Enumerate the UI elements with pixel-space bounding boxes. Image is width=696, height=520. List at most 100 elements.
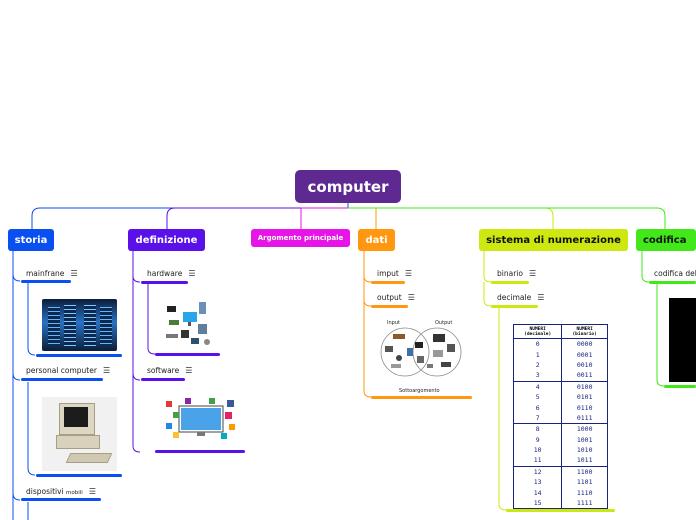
subtopic-imput[interactable]: imput ☰ <box>377 269 412 278</box>
image-underline <box>36 354 122 357</box>
binary-cell: 1001 <box>576 435 593 444</box>
subtopic-hardware[interactable]: hardware ☰ <box>147 269 196 278</box>
subtopic-software[interactable]: software ☰ <box>147 366 192 375</box>
note-icon[interactable]: ☰ <box>404 269 413 278</box>
table-header-decimal: NUMERI (decimale) <box>512 324 563 339</box>
subtopic-underline <box>371 305 408 308</box>
subtopic-hardware-label: hardware <box>147 269 183 278</box>
output-caption: Output <box>435 320 453 326</box>
binary-cell: 0001 <box>576 350 593 359</box>
decimal-cell: 6 <box>513 402 563 413</box>
input-output-venn-diagram <box>380 327 462 377</box>
root-topic[interactable]: computer <box>295 170 401 203</box>
subtopic-underline <box>371 396 472 399</box>
decimal-cell: 15 <box>513 497 563 509</box>
hardware-components-image <box>166 302 210 345</box>
input-caption: Input <box>387 320 400 326</box>
topic-codifica-label: codifica <box>643 234 687 246</box>
note-icon[interactable]: ☰ <box>528 269 537 278</box>
note-icon[interactable]: ☰ <box>70 269 78 278</box>
topic-argomento-label: Argomento principale <box>257 234 344 242</box>
subtopic-personal-computer[interactable]: personal computer ☰ <box>26 366 110 375</box>
decimal-cell: 10 <box>513 444 563 456</box>
note-icon[interactable]: ☰ <box>185 366 193 375</box>
binary-cell: 0101 <box>576 393 593 402</box>
decimal-cell: 0 <box>513 338 563 350</box>
note-icon[interactable]: ☰ <box>537 293 545 302</box>
binary-cell: 1110 <box>576 488 593 497</box>
binary-cell: 0111 <box>576 413 593 422</box>
image-underline <box>36 474 122 477</box>
subtopic-underline <box>491 305 538 308</box>
binary-cell: 0100 <box>561 380 608 392</box>
subtopic-underline <box>649 281 696 284</box>
software-apps-image <box>166 398 235 439</box>
subtopic-decimale-label: decimale <box>497 293 532 302</box>
subtopic-codifica-del[interactable]: codifica del <box>654 269 696 278</box>
note-icon[interactable]: ☰ <box>102 366 111 375</box>
binary-cell: 1100 <box>561 465 608 478</box>
image-underline <box>664 385 696 388</box>
decimal-cell: 5 <box>513 391 563 403</box>
binary-cell: 0011 <box>576 371 593 380</box>
subtopic-pc-label: personal computer <box>26 366 97 375</box>
subtopic-output-label: output <box>377 293 402 302</box>
decimal-cell: 11 <box>513 455 563 467</box>
table-row: 14 1110 <box>513 487 608 498</box>
mainframe-server-room-image <box>42 299 117 351</box>
decimal-cell: 13 <box>513 477 563 488</box>
decimal-cell: 8 <box>513 423 563 435</box>
subtopic-mainframe[interactable]: mainfrane ☰ <box>26 269 78 278</box>
subtopic-underline <box>21 498 101 501</box>
subtopic-mobile-label: dispositivi <box>26 487 64 496</box>
binary-cell: 0000 <box>576 340 593 349</box>
subtopic-underline <box>21 280 71 283</box>
decimal-cell: 4 <box>513 380 563 392</box>
image-underline <box>506 509 615 512</box>
topic-definizione[interactable]: definizione <box>128 229 205 251</box>
note-icon[interactable]: ☰ <box>88 487 97 496</box>
subtopic-underline <box>141 378 185 381</box>
subtopic-decimale[interactable]: decimale ☰ <box>497 293 544 302</box>
note-icon[interactable]: ☰ <box>188 269 196 278</box>
table-header-binary: NUMERI (binario) <box>561 324 608 339</box>
subtopic-binario-label: binario <box>497 269 523 278</box>
decimal-cell: 7 <box>513 412 563 424</box>
topic-sistema-numerazione[interactable]: sistema di numerazione <box>479 229 628 251</box>
topic-dati-label: dati <box>365 234 388 246</box>
subtopic-binario[interactable]: binario ☰ <box>497 269 536 278</box>
binary-cell: 0110 <box>576 403 593 412</box>
table-row: 7 0111 <box>513 412 608 424</box>
table-row: 5 0101 <box>513 391 608 403</box>
subtopic-underline <box>371 281 405 284</box>
subtopic-mainframe-label: mainfrane <box>26 269 65 278</box>
decimal-cell: 14 <box>513 487 563 498</box>
decimal-cell: 2 <box>513 359 563 371</box>
image-underline <box>155 353 220 356</box>
topic-argomento-principale[interactable]: Argomento principale <box>251 229 350 247</box>
subtopic-dispositivi-mobili[interactable]: dispositivi mobili ☰ <box>26 487 96 496</box>
topic-dati[interactable]: dati <box>358 229 395 251</box>
image-underline <box>155 450 245 453</box>
subtopic-output[interactable]: output ☰ <box>377 293 415 302</box>
subtopic-sottoargomento-label: Sottoargomento <box>399 388 440 394</box>
note-icon[interactable]: ☰ <box>407 293 415 302</box>
subtopic-underline <box>141 281 188 284</box>
subtopic-imput-label: imput <box>377 269 399 278</box>
binary-cell: 1011 <box>576 456 593 465</box>
subtopic-mobile-small-label: mobili <box>66 490 83 496</box>
topic-codifica[interactable]: codifica <box>636 229 696 251</box>
subtopic-software-label: software <box>147 366 180 375</box>
decimal-cell: 12 <box>513 465 563 478</box>
topic-storia[interactable]: storia <box>8 229 54 251</box>
personal-computer-image <box>42 397 117 471</box>
